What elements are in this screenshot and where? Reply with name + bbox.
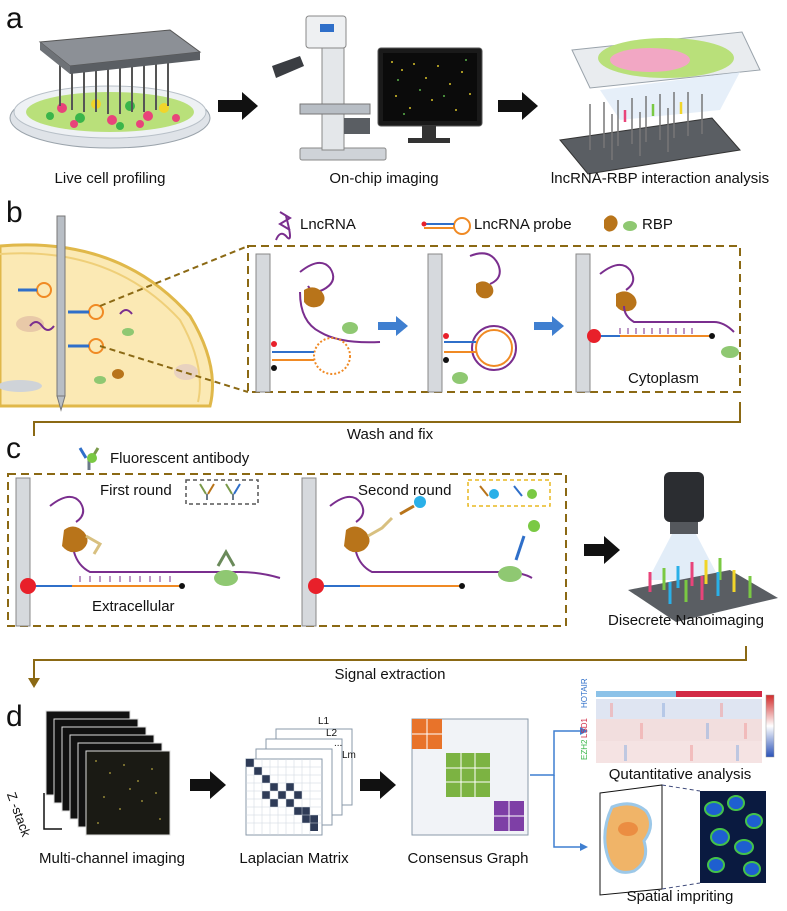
caption-quantitative-analysis: Qutantitative analysis: [608, 766, 752, 783]
caption-multi-channel-imaging: Multi-channel imaging: [39, 850, 185, 867]
arrow-right-icon: [378, 316, 408, 336]
caption-live-cell-profiling: Live cell profiling: [54, 170, 166, 187]
legend-lncrna-probe: LncRNA probe: [474, 216, 572, 233]
caption-laplacian-matrix: Laplacian Matrix: [239, 850, 349, 867]
caption-spatial-imprinting: Spatial impriting: [626, 888, 734, 905]
panel-a-graphics: [9, 15, 761, 175]
arrow-right-icon: [498, 92, 538, 120]
panel-letter-d: d: [6, 700, 23, 733]
arrow-right-icon: [190, 771, 226, 799]
second-round-antibody-box: [467, 479, 551, 507]
label-second-round: Second round: [358, 482, 452, 499]
round-1-illustration: [15, 477, 281, 627]
monitor-icon: [377, 47, 483, 143]
nanoneedle-chip-icon: [628, 558, 778, 622]
zoom-box: [247, 245, 741, 393]
rbp-legend-icon: [604, 215, 637, 232]
petri-dish-icon: [9, 29, 211, 149]
cell-icon: [0, 243, 214, 408]
fluorescent-antibody-icon: [78, 447, 100, 470]
panel-b-graphics: [0, 211, 741, 436]
stage-1-illustration: [255, 253, 381, 393]
label-wash-and-fix: Wash and fix: [346, 426, 434, 443]
laplacian-matrix-icon: [245, 728, 353, 836]
arrow-right-icon: [218, 92, 258, 120]
round-2-illustration: [301, 477, 540, 627]
microscope-icon: [272, 15, 387, 161]
consensus-graph-icon: [411, 718, 529, 836]
matrix-label-l2: L2: [326, 728, 338, 739]
spatial-map-icon: [599, 784, 766, 896]
panel-d-graphics: [43, 691, 775, 896]
label-first-round: First round: [100, 482, 172, 499]
objective-lens-icon: [648, 472, 720, 580]
stage-3-illustration: [575, 253, 739, 393]
rounds-box: [7, 473, 567, 627]
label-discrete-nanoimaging: Disecrete Nanoimaging: [608, 612, 764, 629]
legend-rbp: RBP: [642, 216, 673, 233]
panel-c-graphics: [7, 447, 778, 688]
gene-label-ezh2: EZH2: [580, 739, 589, 760]
label-cytoplasm: Cytoplasm: [628, 370, 699, 387]
stage-2-illustration: [427, 252, 517, 393]
arrow-right-icon: [534, 316, 564, 336]
matrix-label-l1: L1: [318, 716, 330, 727]
image-stack-icon: [43, 710, 171, 836]
panel-letter-a: a: [6, 2, 23, 35]
arrow-right-icon: [584, 536, 620, 564]
panel-letter-b: b: [6, 196, 23, 229]
caption-on-chip-imaging: On-chip imaging: [329, 170, 439, 187]
matrix-label-ellipsis: ...: [334, 738, 343, 749]
nanoneedle-chip-icon: [559, 31, 761, 175]
first-round-antibody-box: [185, 479, 259, 505]
caption-interaction-analysis: lncRNA-RBP interaction analysis: [550, 170, 770, 187]
gene-label-hotair: HOTAIR: [580, 678, 589, 708]
arrow-right-icon: [360, 771, 396, 799]
caption-consensus-graph: Consensus Graph: [407, 850, 529, 867]
label-signal-extraction: Signal extraction: [334, 666, 446, 683]
legend-fluorescent-antibody: Fluorescent antibody: [110, 450, 250, 467]
label-extracellular: Extracellular: [92, 598, 175, 615]
probe-legend-icon: [421, 217, 471, 235]
legend-lncrna: LncRNA: [300, 216, 356, 233]
gene-label-lsd1: LSD1: [580, 717, 589, 738]
heatmap-icon: [596, 691, 775, 763]
matrix-label-lm: Lm: [342, 750, 356, 761]
nanoneedle-icon: [56, 215, 66, 397]
panel-letter-c: c: [6, 432, 21, 465]
